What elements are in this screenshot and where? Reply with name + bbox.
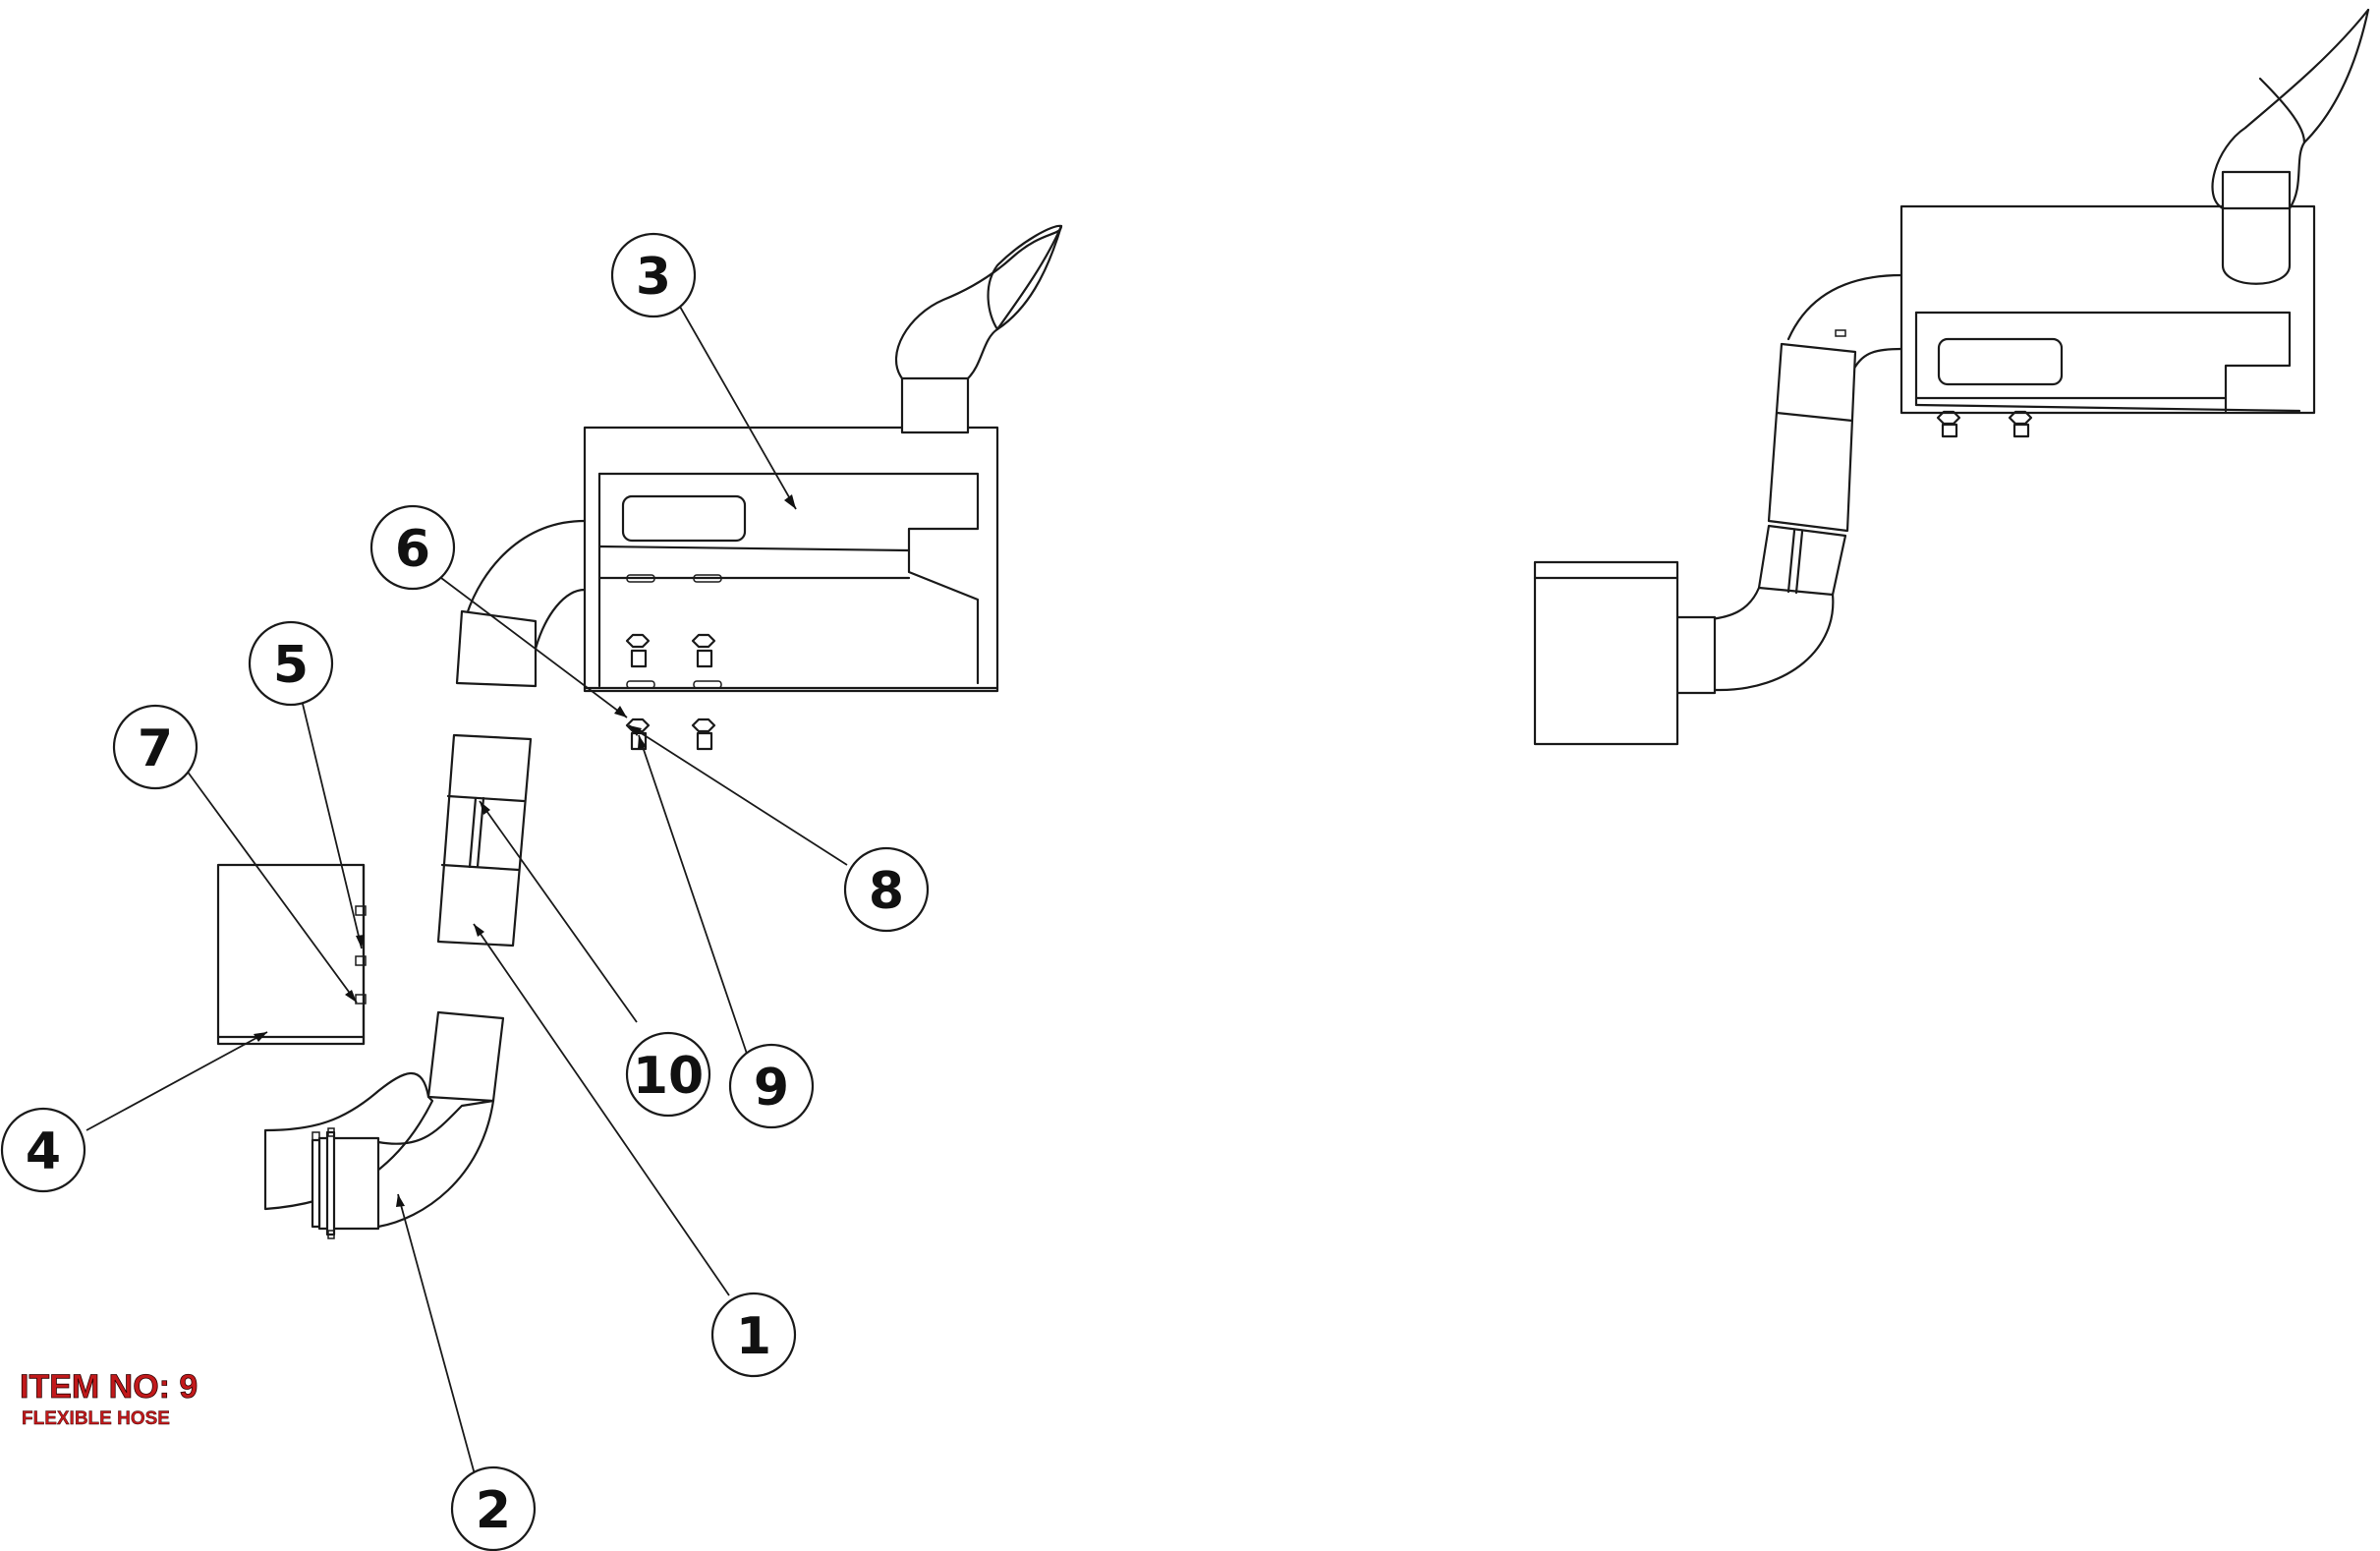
balloon-label-9: 9 bbox=[754, 1059, 789, 1118]
balloon-2: 2 bbox=[450, 1465, 537, 1551]
item-note: ITEM NO: 9 FLEXIBLE HOSE bbox=[20, 1368, 198, 1430]
balloon-1: 1 bbox=[710, 1292, 797, 1378]
balloon-label-4: 4 bbox=[26, 1122, 61, 1181]
balloon-10: 10 bbox=[625, 1031, 711, 1118]
balloon-label-1: 1 bbox=[736, 1307, 771, 1366]
balloon-7: 7 bbox=[112, 704, 198, 790]
item-note-subtitle: FLEXIBLE HOSE bbox=[22, 1408, 170, 1429]
balloon-label-8: 8 bbox=[869, 862, 904, 921]
balloon-3: 3 bbox=[610, 232, 697, 318]
assembled-air-cleaner bbox=[1533, 560, 1679, 746]
assembled-piping bbox=[1652, 273, 1903, 706]
leader-lines bbox=[85, 299, 848, 1475]
balloon-5: 5 bbox=[248, 620, 334, 707]
item-note-title: ITEM NO: 9 bbox=[20, 1368, 198, 1406]
silencer-body bbox=[455, 224, 1063, 751]
assembled-view bbox=[1533, 8, 2370, 746]
balloon-9: 9 bbox=[728, 1043, 815, 1129]
balloon-label-5: 5 bbox=[273, 636, 309, 695]
balloon-label-3: 3 bbox=[636, 248, 671, 307]
straight-pipe bbox=[436, 733, 533, 948]
air-cleaner-box bbox=[216, 863, 367, 1046]
balloon-8: 8 bbox=[843, 846, 930, 933]
elbow-pipe bbox=[263, 1010, 505, 1239]
balloon-6: 6 bbox=[369, 504, 456, 591]
balloon-label-2: 2 bbox=[476, 1481, 511, 1540]
balloon-label-7: 7 bbox=[138, 719, 173, 778]
balloon-label-6: 6 bbox=[395, 520, 430, 579]
balloon-label-10: 10 bbox=[633, 1047, 704, 1106]
balloon-4: 4 bbox=[0, 1107, 86, 1193]
assembled-silencer bbox=[1899, 8, 2370, 438]
exploded-view bbox=[216, 224, 1063, 1239]
